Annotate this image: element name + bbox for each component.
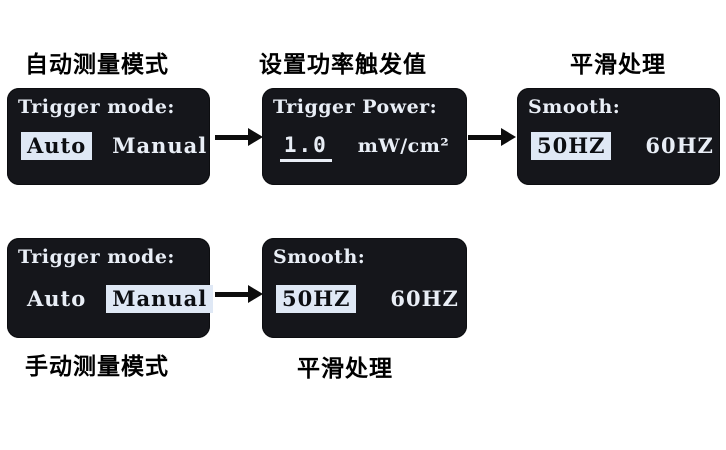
option-manual[interactable]: Manual <box>106 285 214 313</box>
screen-title: Smooth: <box>273 246 366 268</box>
lcd-screen-smooth-top: Smooth: 50HZ 60HZ <box>517 88 720 185</box>
option-auto[interactable]: Auto <box>27 286 87 311</box>
lcd-screen-trigger-power: Trigger Power: 1.0 mW/cm² <box>262 88 467 185</box>
screen-title: Trigger Power: <box>273 96 438 118</box>
option-60hz[interactable]: 60HZ <box>645 133 714 158</box>
caption-manual-measure-mode: 手动测量模式 <box>25 353 169 379</box>
trigger-mode-options: Auto Manual <box>21 285 214 313</box>
lcd-screen-trigger-mode-manual: Trigger mode: Auto Manual <box>7 238 214 338</box>
caption-smooth-bottom: 平滑处理 <box>297 355 393 381</box>
arrow-head <box>248 128 263 146</box>
arrow-head <box>501 128 516 146</box>
smooth-options: 50HZ 60HZ <box>531 132 720 160</box>
arrow-shaft <box>215 134 248 140</box>
screen-title: Trigger mode: <box>18 246 175 268</box>
arrow-right-icon <box>468 127 516 147</box>
screen-title: Trigger mode: <box>18 96 175 118</box>
arrow-right-icon <box>215 127 263 147</box>
arrow-shaft <box>215 291 248 297</box>
option-60hz[interactable]: 60HZ <box>390 286 459 311</box>
caption-auto-measure-mode: 自动测量模式 <box>25 51 169 77</box>
option-50hz[interactable]: 50HZ <box>531 132 612 160</box>
arrow-shaft <box>468 134 501 140</box>
trigger-power-value[interactable]: 1.0 <box>279 133 332 162</box>
caption-smooth-top: 平滑处理 <box>570 51 666 77</box>
smooth-options: 50HZ 60HZ <box>276 285 465 313</box>
option-auto[interactable]: Auto <box>21 132 93 160</box>
lcd-screen-trigger-mode-auto: Trigger mode: Auto Manual <box>7 88 210 185</box>
option-manual[interactable]: Manual <box>112 133 208 158</box>
caption-set-power-trigger-value: 设置功率触发值 <box>259 51 427 77</box>
trigger-mode-options: Auto Manual <box>21 132 213 160</box>
option-50hz[interactable]: 50HZ <box>276 285 357 313</box>
arrow-head <box>248 285 263 303</box>
arrow-right-icon <box>215 284 263 304</box>
trigger-power-unit: mW/cm² <box>357 135 450 157</box>
lcd-screen-smooth-bottom: Smooth: 50HZ 60HZ <box>262 238 467 338</box>
trigger-power-row: 1.0 mW/cm² <box>262 133 467 162</box>
screen-title: Smooth: <box>528 96 621 118</box>
